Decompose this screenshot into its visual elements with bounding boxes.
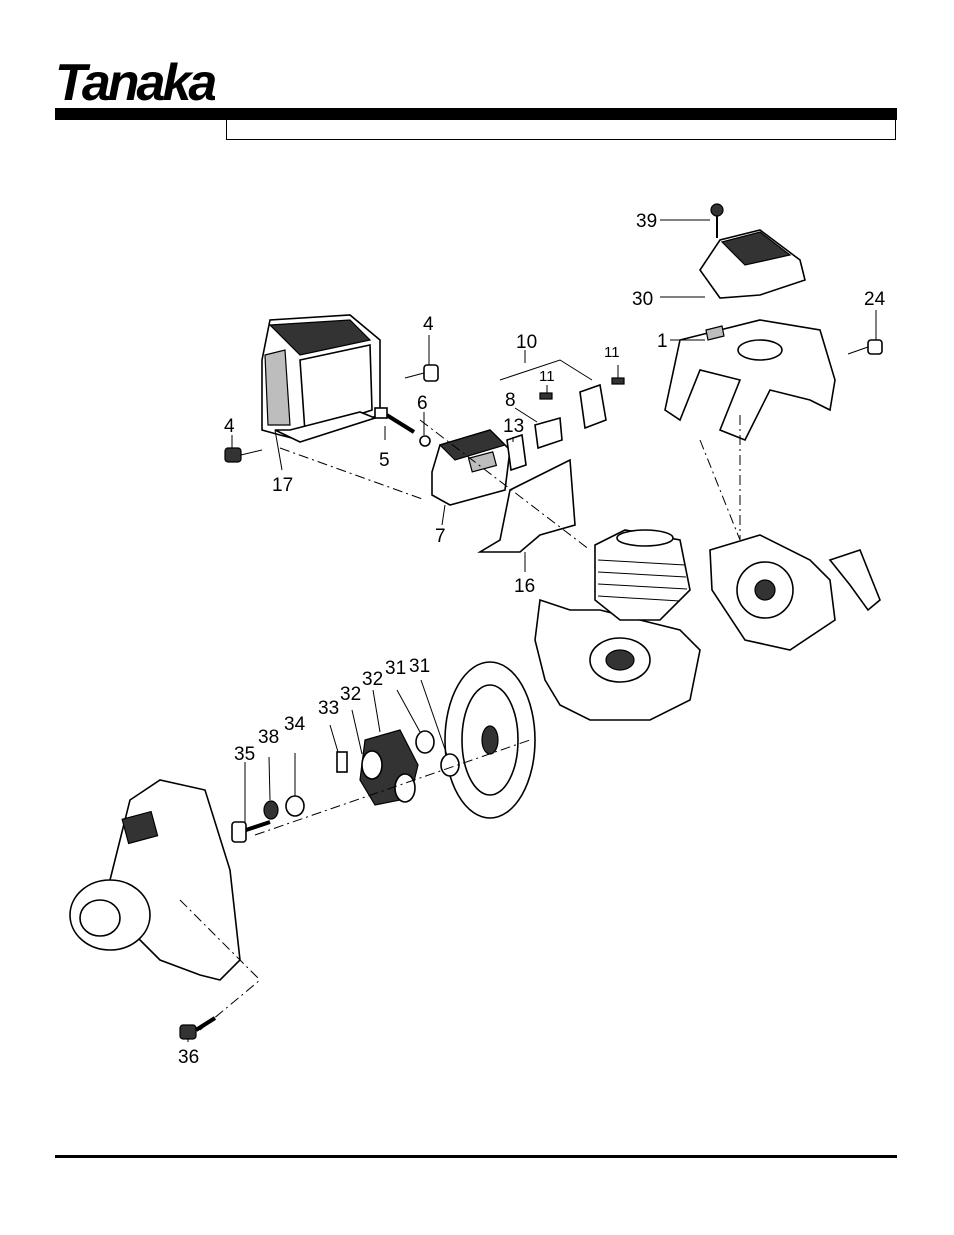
bracket-part-10 xyxy=(580,385,606,428)
bracket-part-8 xyxy=(535,418,562,448)
label-32-left: 32 xyxy=(340,684,361,705)
gasket-part-13 xyxy=(507,435,526,470)
screw-part-39 xyxy=(711,204,723,238)
bolt-part-4-right xyxy=(405,365,438,381)
washer-part-31-lower xyxy=(441,754,459,776)
spring-part-33 xyxy=(337,752,347,772)
label-17: 17 xyxy=(272,475,293,496)
flywheel xyxy=(445,662,535,818)
footer-rule xyxy=(55,1155,897,1158)
washer-part-34 xyxy=(286,796,304,816)
recoil-starter xyxy=(710,535,880,650)
label-1: 1 xyxy=(657,331,668,352)
bolt-part-36 xyxy=(180,1018,215,1039)
label-24: 24 xyxy=(864,289,886,310)
cylinder xyxy=(595,530,690,620)
label-34: 34 xyxy=(284,714,306,735)
label-32-right: 32 xyxy=(362,669,383,690)
label-11-right: 11 xyxy=(604,344,620,361)
tanaka-logo: Tanaka xyxy=(55,50,215,108)
brand-logotype: Tanaka xyxy=(55,54,215,108)
label-13: 13 xyxy=(503,416,524,437)
label-31-right: 31 xyxy=(409,656,430,677)
bolt-part-4-left xyxy=(225,448,262,462)
screw-part-11-left xyxy=(540,393,552,399)
label-38: 38 xyxy=(258,727,279,748)
label-7: 7 xyxy=(435,526,446,547)
washer-part-6 xyxy=(420,436,430,446)
label-6: 6 xyxy=(417,393,428,414)
exploded-parts-diagram: 39 30 24 1 4 4 10 11 11 6 8 13 5 17 7 16… xyxy=(0,180,954,1100)
label-5: 5 xyxy=(379,450,390,471)
header-subtitle-box xyxy=(226,120,896,140)
label-39: 39 xyxy=(636,211,657,232)
washer-part-38 xyxy=(264,801,278,819)
label-36: 36 xyxy=(178,1047,199,1068)
fan-cover-part-17 xyxy=(262,315,380,442)
label-31-left: 31 xyxy=(385,658,406,679)
label-8: 8 xyxy=(505,390,516,411)
engine-cover-part-1 xyxy=(665,320,835,440)
bolt-part-5 xyxy=(375,408,414,432)
label-11-left: 11 xyxy=(539,368,555,385)
clutch-housing xyxy=(70,780,240,980)
clutch-part-32 xyxy=(360,730,418,805)
label-10: 10 xyxy=(516,332,537,353)
label-33: 33 xyxy=(318,698,339,719)
bolt-part-24 xyxy=(848,340,882,354)
screw-part-11-right xyxy=(612,378,624,384)
muffler-part-7 xyxy=(432,430,510,505)
label-16: 16 xyxy=(514,576,535,597)
label-35: 35 xyxy=(234,744,255,765)
label-30: 30 xyxy=(632,289,653,310)
washer-part-31-upper xyxy=(416,731,434,753)
cover-part-30 xyxy=(700,230,805,298)
label-4-right: 4 xyxy=(423,314,434,335)
header-rule xyxy=(55,108,897,120)
label-4-left: 4 xyxy=(224,416,235,437)
